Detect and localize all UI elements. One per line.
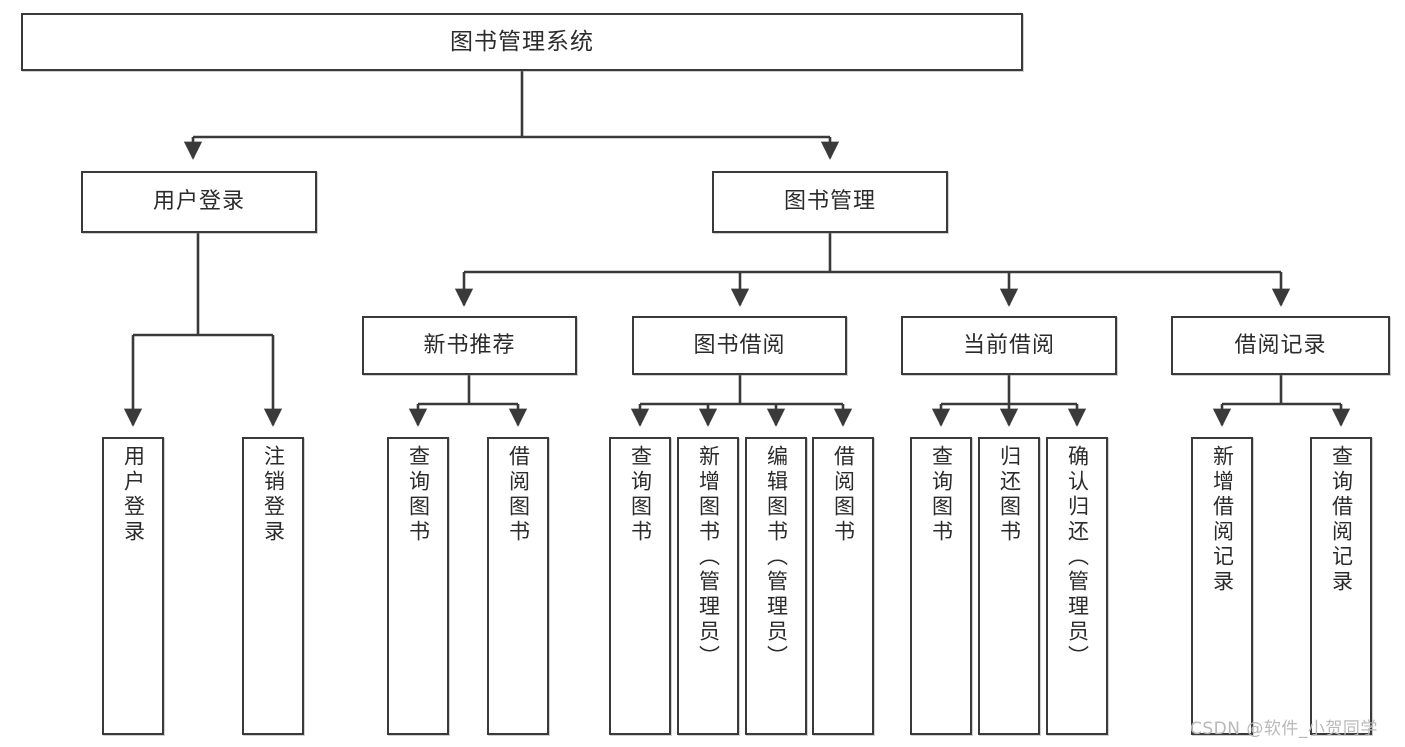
node-label: 注销登录 <box>261 445 286 545</box>
node-book-management[interactable]: 图书管理 <box>712 171 948 233</box>
node-label: 查询图书 <box>628 445 653 545</box>
node-label: 借阅记录 <box>1234 332 1327 358</box>
leaf-borrow-book-recommend[interactable]: 借阅图书 <box>487 437 549 735</box>
watermark: CSDN @软件_小贺同学 <box>1190 719 1378 739</box>
leaf-add-book-admin[interactable]: 新增图书（管理员） <box>677 437 739 735</box>
node-label: 确认归还（管理员） <box>1065 445 1090 670</box>
leaf-edit-book-admin[interactable]: 编辑图书（管理员） <box>745 437 807 735</box>
leaf-query-borrow-record[interactable]: 查询借阅记录 <box>1310 437 1372 735</box>
node-label: 图书管理系统 <box>450 28 594 55</box>
node-label: 当前借阅 <box>962 332 1055 358</box>
leaf-query-book-current[interactable]: 查询图书 <box>910 437 972 735</box>
node-label: 新增图书（管理员） <box>696 445 721 670</box>
leaf-query-book-borrow[interactable]: 查询图书 <box>609 437 671 735</box>
node-label: 查询借阅记录 <box>1329 445 1354 595</box>
node-label: 新书推荐 <box>423 332 516 358</box>
leaf-borrow-book[interactable]: 借阅图书 <box>812 437 874 735</box>
leaf-logout[interactable]: 注销登录 <box>242 437 304 735</box>
node-label: 用户登录 <box>121 445 146 545</box>
node-root-system[interactable]: 图书管理系统 <box>21 13 1023 71</box>
leaf-query-book-recommend[interactable]: 查询图书 <box>387 437 449 735</box>
node-label: 借阅图书 <box>506 445 531 545</box>
node-label: 图书借阅 <box>693 332 786 358</box>
node-label: 图书管理 <box>783 189 876 215</box>
node-label: 用户登录 <box>152 189 245 215</box>
node-user-login[interactable]: 用户登录 <box>81 171 317 233</box>
leaf-return-book[interactable]: 归还图书 <box>978 437 1040 735</box>
node-label: 新增借阅记录 <box>1210 445 1235 595</box>
node-new-book-recommend[interactable]: 新书推荐 <box>362 316 577 375</box>
node-label: 归还图书 <box>997 445 1022 545</box>
node-label: 查询图书 <box>929 445 954 545</box>
leaf-add-borrow-record[interactable]: 新增借阅记录 <box>1191 437 1253 735</box>
node-borrow-record[interactable]: 借阅记录 <box>1171 316 1390 375</box>
node-label: 查询图书 <box>406 445 431 545</box>
node-book-borrow[interactable]: 图书借阅 <box>632 316 847 375</box>
node-label: 编辑图书（管理员） <box>764 445 789 670</box>
leaf-user-login[interactable]: 用户登录 <box>102 437 164 735</box>
node-current-borrow[interactable]: 当前借阅 <box>901 316 1117 375</box>
node-label: 借阅图书 <box>831 445 856 545</box>
leaf-confirm-return-admin[interactable]: 确认归还（管理员） <box>1046 437 1108 735</box>
